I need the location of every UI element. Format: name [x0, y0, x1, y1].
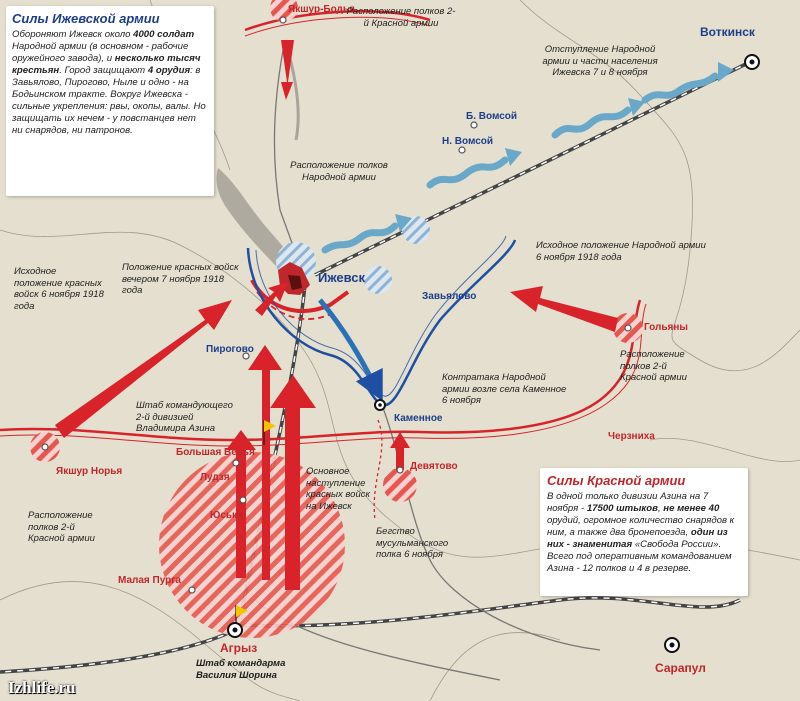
label-agryz: Агрыз: [220, 641, 258, 655]
label-b-vomsoy: Б. Вомсой: [466, 111, 518, 122]
note-main-offensive: Основное наступление красных войск на Иж…: [306, 466, 370, 512]
red-army-info-box: Силы Красной армии В одной только дивизи…: [540, 468, 748, 596]
label-yakshur-bodya: Якшур-Бодья: [288, 4, 355, 15]
label-ludzya: Лудзя: [200, 472, 230, 483]
label-cherzniha: Черзниха: [608, 431, 655, 442]
izhevsk-box-title: Силы Ижевской армии: [12, 11, 160, 26]
red-arrows: [55, 40, 618, 590]
retreat-arrows: [321, 72, 719, 254]
izhevsk-army-info-box: Силы Ижевской армии Обороняют Ижевск око…: [6, 6, 214, 196]
label-golyany: Гольяны: [644, 322, 688, 333]
note-muslim-flight: Бегство мусульманского полка 6 ноября: [376, 526, 449, 560]
izhevsk-box-text: Обороняют Ижевск около 4000 солдат Народ…: [12, 29, 206, 136]
note-initial-people: Исходное положение Народной армии 6 нояб…: [536, 240, 706, 263]
red-box-text: В одной только дивизии Азина на 7 ноября…: [547, 491, 735, 574]
label-pirogovo: Пирогово: [206, 344, 254, 355]
label-zavyalovo: Завьялово: [422, 291, 477, 302]
note-people-regiments: Расположение полков Народной армии: [290, 160, 388, 183]
note-shorin-hq: Штаб командарма Василия Шорина: [196, 658, 286, 681]
label-yakshur-norya: Якшур Норья: [56, 466, 123, 477]
retreat-arrowheads: [395, 62, 734, 232]
label-bolshaya-venya: Большая Венья: [176, 447, 255, 458]
note-retreat: Отступление Народной армии и части насел…: [542, 44, 658, 78]
label-sarapul: Сарапул: [655, 661, 706, 675]
site-watermark: Izhlife.ru: [8, 678, 76, 697]
village-markers: [41, 16, 632, 594]
label-malaya-purga: Малая Пурга: [118, 575, 181, 586]
label-n-vomsoy: Н. Вомсой: [442, 136, 494, 147]
note-azin-hq: Штаб командующего 2-й дивизией Владимира…: [136, 400, 233, 434]
note-red-regiments-right: Расположение полков 2-й Красной армии: [620, 349, 687, 383]
label-votkinsk: Воткинск: [700, 25, 755, 39]
red-box-title: Силы Красной армии: [547, 473, 686, 488]
note-initial-red: Исходное положение красных войск 6 ноябр…: [14, 266, 104, 312]
note-red-evening: Положение красных войск вечером 7 ноября…: [122, 262, 239, 296]
note-red-regiments-top: Расположение полков 2-й Красной армии: [346, 6, 456, 29]
label-kamennoe: Каменное: [394, 413, 443, 424]
note-red-regiments-left: Расположение полков 2-й Красной армии: [28, 510, 95, 544]
label-izhevsk: Ижевск: [318, 270, 366, 285]
label-devyatovo: Девятово: [410, 461, 458, 472]
note-counterattack: Контратака Народной армии возле села Кам…: [442, 372, 567, 406]
label-yuski: Юськи: [210, 510, 244, 521]
counterattack-arrow: [318, 298, 383, 402]
